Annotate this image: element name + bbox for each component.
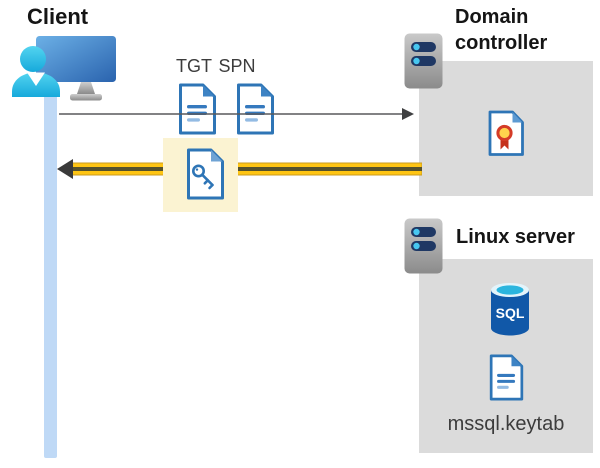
key-ticket-document-icon [187,148,224,200]
linux-server-icon [404,218,443,274]
tgt-label: TGT [176,56,212,76]
sql-database-icon: SQL [491,283,529,336]
domain-controller-label: Domain controller [455,6,548,54]
client-label: Client [27,4,89,29]
keytab-file-label: mssql.keytab [447,413,565,435]
tgt-ticket-document-icon [179,83,216,135]
user-icon [12,46,60,97]
certificate-icon [488,110,524,156]
monitor-icon [36,36,116,101]
sql-icon-text: SQL [496,305,525,321]
keytab-file-icon [489,354,524,401]
request-arrow-icon [59,108,414,120]
response-arrow-icon [57,159,422,179]
client-timeline-bar [44,92,57,458]
spn-label: SPN [218,56,256,76]
domain-controller-server-icon [404,33,443,89]
linux-server-label: Linux server [456,226,575,248]
